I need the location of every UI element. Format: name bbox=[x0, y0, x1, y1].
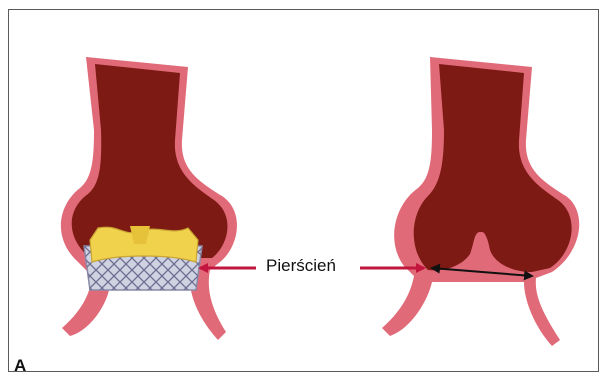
annulus-label: Pierścień bbox=[266, 256, 336, 276]
left-aortic-root bbox=[61, 57, 237, 340]
transcatheter-valve-icon bbox=[84, 226, 202, 290]
right-aortic-root bbox=[382, 57, 579, 346]
panel-letter: A bbox=[14, 356, 26, 376]
